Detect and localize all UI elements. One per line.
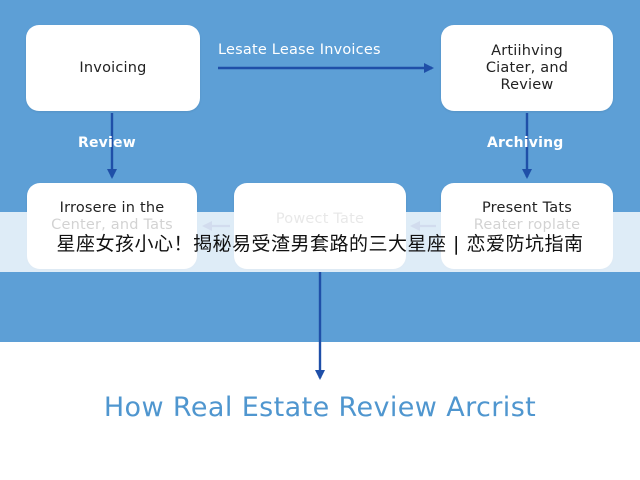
edge-label-right: Archiving	[487, 135, 564, 151]
node-archiving-review-label: Artiihving Ciater, and Review	[485, 42, 569, 93]
node-archiving-review: Artiihving Ciater, and Review	[441, 25, 613, 111]
node-invoicing-label: Invoicing	[79, 59, 147, 76]
overlay-banner-text: 星座女孩小心！揭秘易受渣男套路的三大星座 | 恋爱防坑指南	[56, 232, 584, 255]
edge-label-left: Review	[78, 135, 136, 151]
node-invoicing: Invoicing	[26, 25, 200, 111]
diagram-title: How Real Estate Review Arcrist	[103, 392, 537, 423]
overlay-banner: 星座女孩小心！揭秘易受渣男套路的三大星座 | 恋爱防坑指南	[0, 212, 640, 272]
edge-label-top: Lesate Lease Invoices	[218, 42, 381, 58]
